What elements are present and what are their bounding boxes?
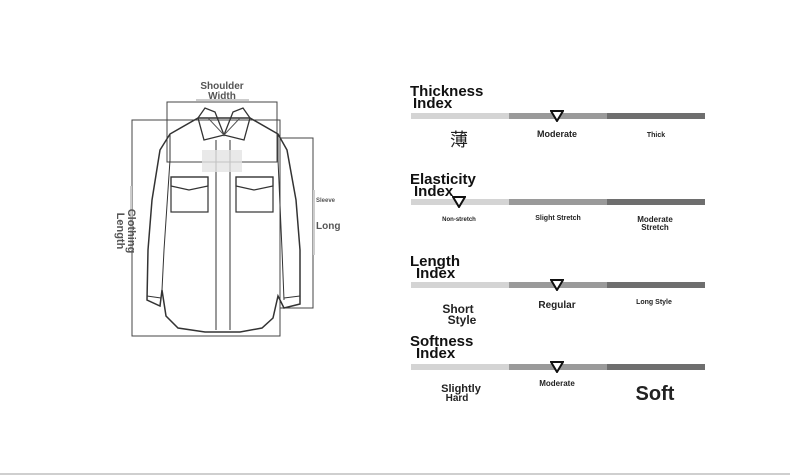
length-index: Length Index Short Style Regular Long St… xyxy=(410,253,706,335)
sleeve-label: Sleeve xyxy=(316,198,336,204)
clothing-length-line2: Length xyxy=(114,212,126,250)
shirt-collar xyxy=(197,107,251,141)
length-label-low-line1: Short xyxy=(442,302,474,316)
elasticity-index-title: Elasticity Index xyxy=(410,171,476,200)
clothing-length-line1: Clothing xyxy=(125,208,137,254)
length-index-title: Length Index xyxy=(410,253,460,282)
elasticity-selected-marker xyxy=(452,196,466,208)
shoulder-label-line2: Width xyxy=(208,91,236,102)
elasticity-label-high-line1: Moderate xyxy=(637,215,673,224)
elasticity-label-high-line2: Stretch xyxy=(641,223,669,232)
bottom-divider xyxy=(0,473,790,475)
thickness-label-high: Thick xyxy=(646,132,666,139)
thickness-label-mid: Moderate xyxy=(536,129,577,139)
thickness-index-title: Thickness Index xyxy=(410,83,484,112)
blurred-logo xyxy=(202,150,242,172)
elasticity-index: Elasticity Index Non-stretch Slight Stre… xyxy=(410,171,706,251)
length-label-high: Long Style xyxy=(636,299,672,306)
softness-label-high: Soft xyxy=(635,383,675,405)
thickness-selected-marker xyxy=(550,110,564,122)
elasticity-label-mid: Slight Stretch xyxy=(535,215,581,222)
shoulder-label-line1: Shoulder xyxy=(200,81,244,92)
right-pocket xyxy=(235,176,274,213)
shirt-diagram xyxy=(130,99,315,337)
softness-index: Softness Index Slightly Hard Moderate So… xyxy=(410,333,706,416)
thickness-index: Thickness Index 薄 Moderate Thick xyxy=(410,84,706,164)
length-label-low-line2: Style xyxy=(447,313,477,327)
softness-index-title: Softness Index xyxy=(410,333,474,362)
clothing-length-label: Clothing Length xyxy=(114,176,137,286)
softness-label-mid: Moderate xyxy=(539,379,575,388)
shirt-body-outline xyxy=(146,117,301,333)
sleeve-guide-box xyxy=(279,137,314,309)
shoulder-width-label: Shoulder Width xyxy=(196,82,248,102)
softness-selected-marker xyxy=(550,361,564,373)
softness-label-low-line1: Slightly xyxy=(441,383,481,395)
softness-label-low-line2: Hard xyxy=(445,393,469,404)
elasticity-label-low: Non-stretch xyxy=(442,217,476,223)
length-label-mid: Regular xyxy=(538,300,576,311)
left-pocket xyxy=(170,176,209,213)
length-selected-marker xyxy=(550,279,564,291)
thickness-label-low: 薄 xyxy=(450,130,468,150)
sleeve-long-label: Long xyxy=(316,221,341,232)
